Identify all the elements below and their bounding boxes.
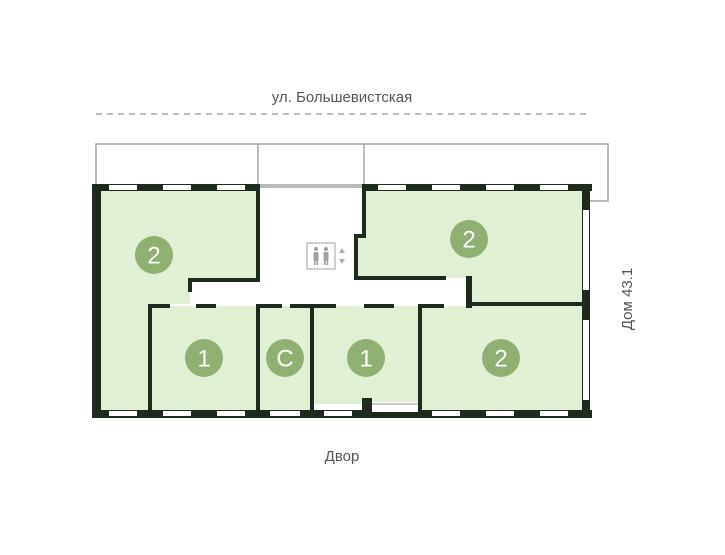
stair-window xyxy=(258,184,364,191)
house-label: Дом 43.1 xyxy=(619,268,636,330)
up-down-arrows-icon xyxy=(339,248,345,264)
entrance-gap xyxy=(372,402,420,412)
badge-bottom-1: 1 xyxy=(185,339,223,377)
badge-label: 2 xyxy=(462,227,475,254)
badge-top-left: 2 xyxy=(135,236,173,274)
badge-top-right: 2 xyxy=(450,220,488,258)
badge-label: 2 xyxy=(494,346,507,373)
badge-label: С xyxy=(276,346,293,373)
balcony-right xyxy=(363,143,609,202)
street-label: ул. Большевистская xyxy=(272,89,412,106)
badge-label: 1 xyxy=(359,346,372,373)
badge-bottom-right: 2 xyxy=(482,339,520,377)
inner-walls xyxy=(148,188,588,414)
badge-label: 2 xyxy=(147,243,160,270)
badge-studio: С xyxy=(266,339,304,377)
badge-label: 1 xyxy=(197,346,210,373)
badge-bottom-3: 1 xyxy=(347,339,385,377)
yard-label: Двор xyxy=(325,448,360,465)
elevator-icon xyxy=(306,242,336,270)
apartment-top-left[interactable] xyxy=(96,188,258,414)
windows xyxy=(109,185,589,416)
balcony-left xyxy=(95,143,259,188)
